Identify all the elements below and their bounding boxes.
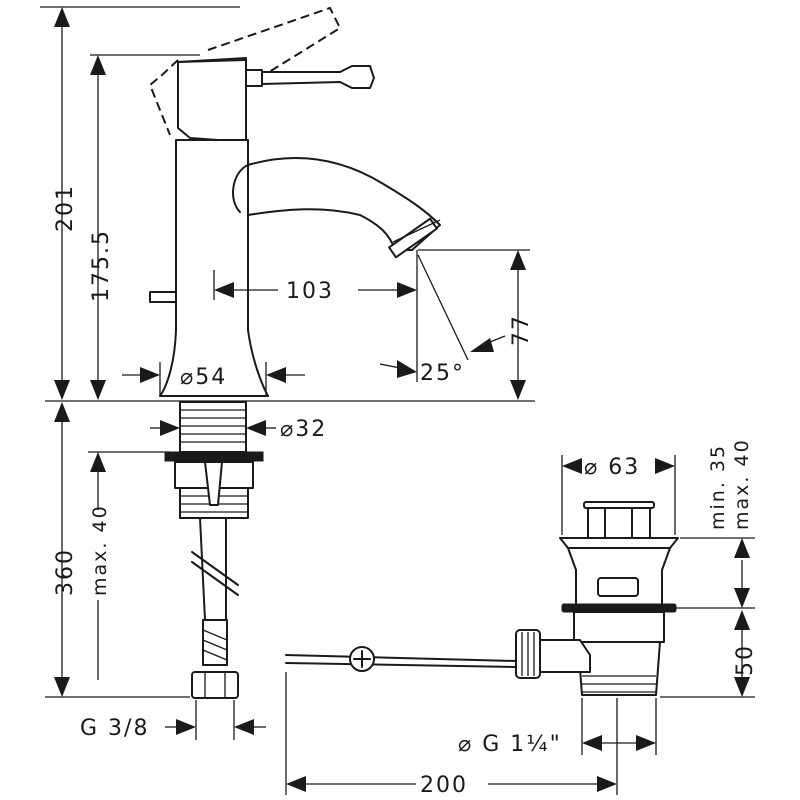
pop-up-waste xyxy=(285,501,679,696)
dimension-spout-reach xyxy=(213,250,418,382)
dimension-rod-length xyxy=(285,672,618,795)
label-total-height: 201 xyxy=(53,184,78,232)
label-max-thickness: max. 40 xyxy=(89,504,111,596)
label-max-40: max. 40 xyxy=(731,438,753,530)
dimension-spout-angle xyxy=(379,254,506,378)
label-handle-height: 175.5 xyxy=(89,229,114,302)
dimension-waste-minmax xyxy=(660,537,755,698)
dimension-waste-diameter xyxy=(561,455,676,535)
label-waste-thread: ⌀ G 1¼" xyxy=(458,732,562,757)
dimension-connection xyxy=(165,700,266,740)
dimension-shank-diameter xyxy=(150,420,276,436)
dimension-base-diameter xyxy=(122,362,305,396)
dimension-hose-length xyxy=(45,402,190,698)
label-connection: G 3/8 xyxy=(80,716,149,741)
dimension-handle-height xyxy=(90,54,200,400)
label-waste-diameter: ⌀ 63 xyxy=(584,455,640,480)
label-spout-reach: 103 xyxy=(286,279,334,304)
label-rod-length: 200 xyxy=(420,773,468,798)
label-spout-angle: 25° xyxy=(420,361,465,386)
dimension-total-height xyxy=(40,6,240,400)
label-base-diameter: ⌀54 xyxy=(180,365,227,390)
label-spout-height: 77 xyxy=(509,314,534,346)
faucet xyxy=(148,6,441,699)
label-shank-diameter: ⌀32 xyxy=(280,417,327,442)
dimension-waste-thread xyxy=(581,698,657,755)
label-min-35: min. 35 xyxy=(707,444,729,530)
label-waste-50: 50 xyxy=(733,644,758,676)
shank-thread xyxy=(180,409,246,443)
dimension-max-thickness xyxy=(88,451,170,680)
label-hose-length: 360 xyxy=(53,548,78,596)
dimension-spout-height xyxy=(418,249,530,400)
